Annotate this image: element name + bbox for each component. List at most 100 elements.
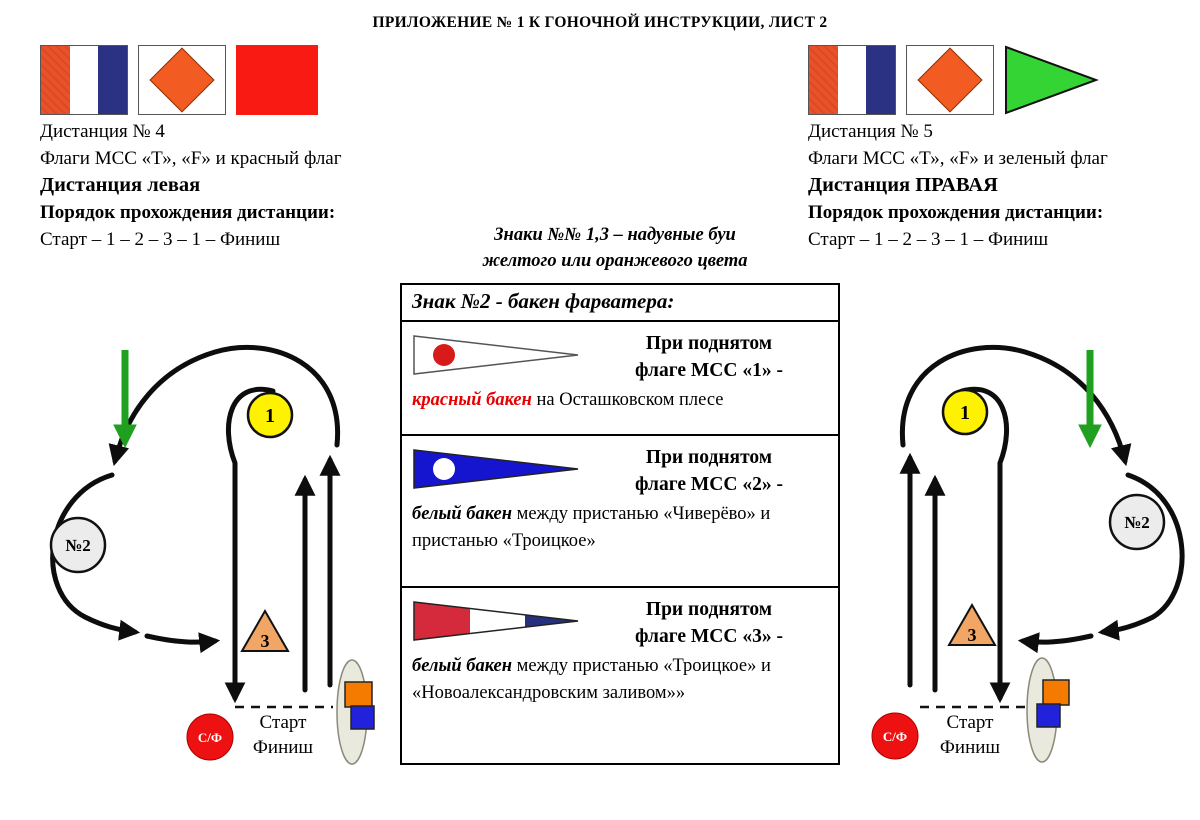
- row-top: При поднятом флаге МСС «1» -: [412, 330, 828, 384]
- start-label: Старт: [260, 712, 308, 733]
- right-course-diagram: 1 №2 3 С/Ф Старт Финиш: [871, 344, 1185, 763]
- course-path-top-loop: [108, 344, 341, 467]
- course-order-label: Порядок прохождения дистанции:: [40, 202, 336, 223]
- blue-flag-square: [1036, 703, 1061, 728]
- mark-1: [246, 391, 294, 439]
- course-order: Старт – 1 – 2 – 3 – 1 – Финиш: [808, 229, 1049, 250]
- pennant-1-svg: [413, 334, 579, 375]
- course-path-mark2-arc: [1097, 472, 1185, 641]
- mark-1-label: 1: [960, 402, 970, 424]
- buoy-table-row: При поднятом флаге МСС «1» - красный бак…: [402, 322, 838, 436]
- course-path-to-mark3: [144, 632, 221, 654]
- green-pennant-shape: [1005, 45, 1099, 115]
- start-label: Старт: [947, 712, 995, 733]
- course-name: Дистанция № 4: [40, 121, 165, 142]
- condition-line1: При поднятом: [645, 599, 773, 620]
- buoy-location: между пристанью «Чиверёво» и пристанью «…: [412, 504, 771, 551]
- marks-note-line2: желтого или оранжевого цвета: [482, 251, 748, 271]
- pennant-2-disc: [433, 457, 455, 480]
- flag-f-icon: [138, 45, 226, 115]
- orange-flag-square: [1042, 679, 1070, 706]
- left-course-info: Дистанция № 4 Флаги МСС «Т», «F» и красн…: [40, 118, 400, 253]
- flag-t-icon: [808, 45, 896, 115]
- pennant-1-field: [413, 334, 579, 375]
- condition-title: При поднятом флаге МСС «3» -: [590, 596, 828, 650]
- buoy-desc: красный бакен на Осташковском плесе: [412, 387, 828, 414]
- course-path-down: [959, 386, 1011, 704]
- buoy-name: красный бакен: [412, 390, 532, 410]
- marks-note-line1: Знаки №№ 1,3 – надувные буи: [494, 225, 736, 245]
- right-course-info: Дистанция № 5 Флаги МСС «Т», «F» и зелен…: [808, 118, 1188, 253]
- start-finish-label: С/Ф: [883, 729, 907, 744]
- flag-f-diamond: [917, 47, 983, 113]
- ics-numeral-1-pennant-icon: [412, 332, 590, 383]
- condition-title: При поднятом флаге МСС «1» -: [590, 330, 828, 384]
- mark-1-label: 1: [265, 405, 275, 427]
- marks-note: Знаки №№ 1,3 – надувные буи желтого или …: [390, 222, 840, 274]
- mark-2-label: №2: [65, 536, 91, 555]
- mark-3-label: 3: [968, 625, 977, 645]
- finish-label: Финиш: [253, 737, 314, 758]
- buoy-location: между пристанью «Троицкое» и «Новоалекса…: [412, 656, 771, 703]
- course-direction: Дистанция ПРАВАЯ: [808, 174, 998, 196]
- flag-f-icon: [906, 45, 994, 115]
- mark-3-label: 3: [261, 631, 270, 651]
- red-flag-icon: [236, 45, 318, 115]
- pennant-3-blue: [525, 614, 578, 627]
- course-path-down: [224, 386, 276, 704]
- flag-t-blue-stripe: [98, 46, 127, 114]
- condition-line2: флаге МСС «2» -: [635, 474, 783, 495]
- orange-flag-square: [344, 681, 373, 708]
- course-path-mark2-arc: [50, 472, 141, 641]
- pennant-3-svg: [413, 600, 579, 641]
- flag-t-red-stripe: [809, 46, 838, 114]
- mark-2: [1108, 493, 1166, 551]
- finish-label: Финиш: [940, 737, 1001, 758]
- course-order: Старт – 1 – 2 – 3 – 1 – Финиш: [40, 229, 281, 250]
- ics-numeral-2-pennant-icon: [412, 446, 590, 497]
- left-flag-set: [40, 45, 318, 115]
- pennant-1-disc: [433, 343, 455, 366]
- mark-3: [947, 602, 997, 646]
- right-flag-set: [808, 45, 1099, 115]
- flag-t-blue-stripe: [866, 46, 895, 114]
- course-order-label: Порядок прохождения дистанции:: [808, 202, 1104, 223]
- condition-line2: флаге МСС «1» -: [635, 360, 783, 381]
- mark-2-label: №2: [1124, 513, 1150, 532]
- pennant-2-field: [413, 448, 579, 489]
- flag-t-red-stripe: [41, 46, 70, 114]
- row-top: При поднятом флаге МСС «3» -: [412, 596, 828, 650]
- buoy-name: белый бакен: [412, 504, 513, 524]
- flag-t-white-stripe: [69, 46, 99, 114]
- blue-flag-square: [350, 705, 375, 730]
- flag-t-icon: [40, 45, 128, 115]
- condition-line2: флаге МСС «3» -: [635, 626, 783, 647]
- start-finish-mark: [186, 713, 234, 761]
- buoy-name: белый бакен: [412, 656, 513, 676]
- buoy-table-row: При поднятом флаге МСС «2» - белый бакен…: [402, 436, 838, 588]
- course-path-to-mark3: [1017, 632, 1094, 654]
- mark-3: [240, 608, 290, 652]
- course-path-top-loop: [899, 344, 1132, 467]
- start-finish-label: С/Ф: [198, 730, 222, 745]
- ics-numeral-3-pennant-icon: [412, 598, 590, 649]
- mark-2: [49, 516, 107, 574]
- course-flags-desc: Флаги МСС «Т», «F» и зеленый флаг: [808, 148, 1108, 169]
- course-name: Дистанция № 5: [808, 121, 933, 142]
- condition-line1: При поднятом: [645, 447, 773, 468]
- start-finish-mark: [871, 712, 919, 760]
- course-direction: Дистанция левая: [40, 174, 201, 196]
- buoy-table: Знак №2 - бакен фарватера: При поднятом …: [400, 283, 840, 765]
- pennant-3-white: [470, 608, 525, 633]
- condition-title: При поднятом флаге МСС «2» -: [590, 444, 828, 498]
- pennant-2-svg: [413, 448, 579, 489]
- course-flags-desc: Флаги МСС «Т», «F» и красный флаг: [40, 148, 342, 169]
- green-pennant-icon: [1005, 45, 1099, 115]
- pennant-3-red: [414, 601, 470, 640]
- flag-t-white-stripe: [837, 46, 867, 114]
- pennant-3-outline: [413, 600, 579, 641]
- buoy-desc: белый бакен между пристанью «Чиверёво» и…: [412, 501, 828, 555]
- condition-line1: При поднятом: [645, 333, 773, 354]
- buoy-desc: белый бакен между пристанью «Троицкое» и…: [412, 653, 828, 707]
